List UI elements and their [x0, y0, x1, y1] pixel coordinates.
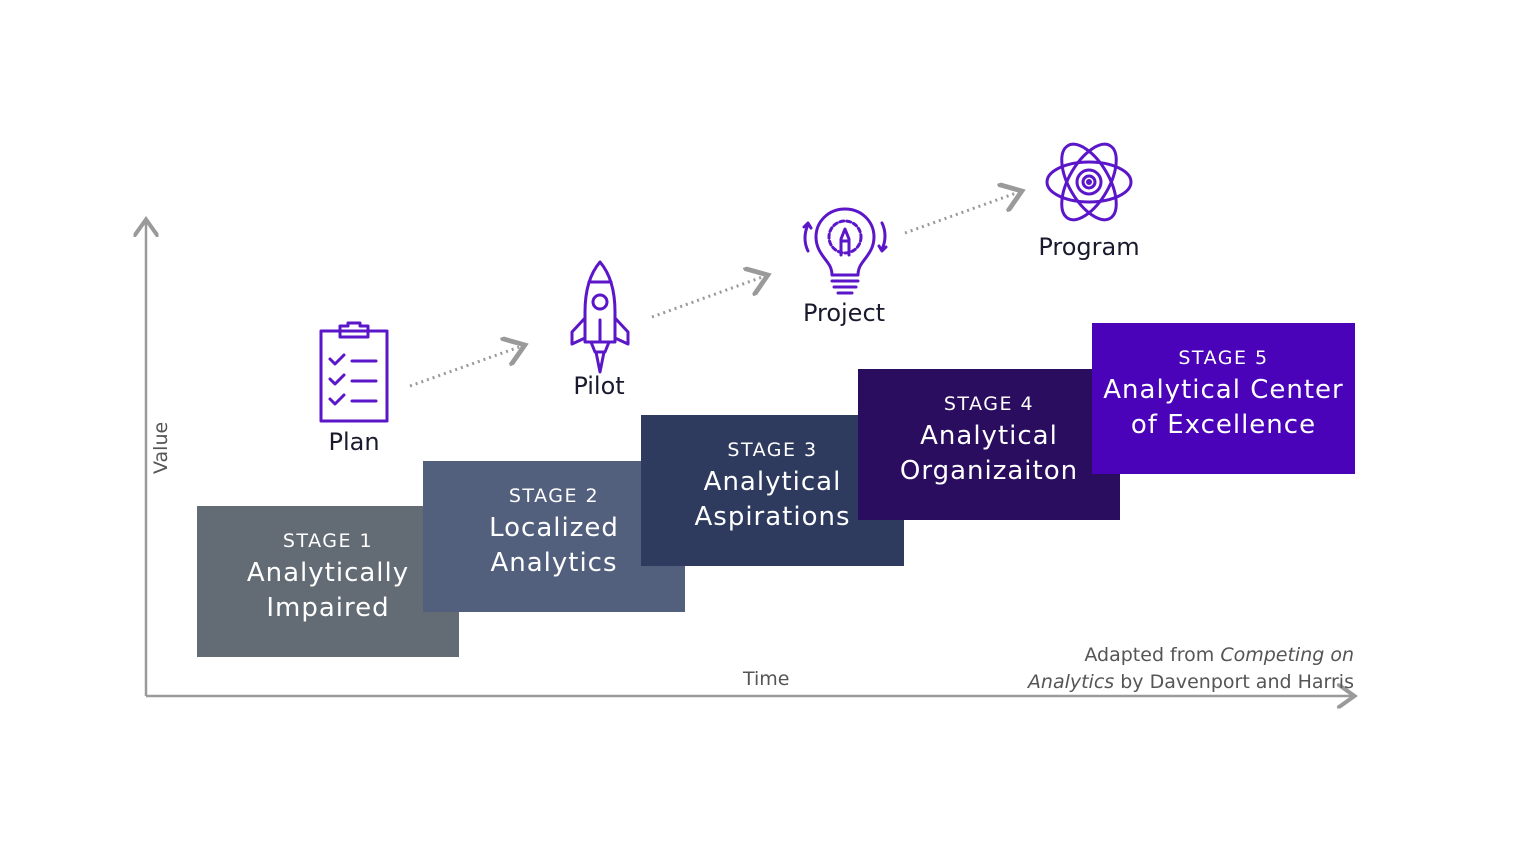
milestone-label-pilot: Pilot: [573, 372, 625, 400]
stage-number: STAGE 2: [508, 485, 600, 507]
stage-number: STAGE 1: [282, 530, 374, 552]
rocket-icon: [570, 260, 630, 374]
stage-title-line-2: Organizaiton: [899, 456, 1079, 486]
stage-title-line-1: Analytical: [703, 467, 842, 497]
book-title-part-1: Competing on: [1220, 644, 1354, 666]
atom-icon: [1045, 142, 1133, 222]
attribution-suffix: by Davenport and Harris: [1114, 671, 1354, 693]
stage-number: STAGE 5: [1178, 347, 1269, 369]
attribution-note: Adapted from Competing on Analytics by D…: [954, 642, 1354, 696]
y-axis-label: Value: [150, 421, 172, 474]
stage-title-line-1: Analytical: [920, 421, 1058, 451]
dotted-arrow-plan-to-pilot: [409, 346, 522, 388]
stage-4-block: STAGE 4 Analytical Organizaiton: [858, 369, 1120, 520]
attribution-line-2: Analytics by Davenport and Harris: [954, 669, 1354, 696]
stage-title-line-1: Localized: [489, 513, 619, 543]
book-title-part-2: Analytics: [1027, 671, 1115, 693]
milestone-label-plan: Plan: [328, 428, 380, 456]
stage-title-line-2: Impaired: [266, 593, 390, 623]
milestone-label-project: Project: [802, 299, 886, 327]
stage-title-line-2: Aspirations: [694, 502, 851, 532]
stage-number: STAGE 4: [943, 393, 1035, 415]
stage-title-line-2: of Excellence: [1130, 410, 1317, 440]
stage-title-line-1: Analytical Center: [1103, 375, 1344, 405]
dotted-arrow-pilot-to-project: [651, 276, 765, 319]
milestone-label-program: Program: [1038, 233, 1140, 261]
attribution-prefix: Adapted from: [1084, 644, 1221, 666]
stage-1-block: STAGE 1 Analytically Impaired: [197, 506, 459, 657]
lightbulb-gear-icon: [802, 207, 888, 295]
stage-title-line-1: Analytically: [246, 558, 410, 588]
stage-title-line-2: Analytics: [490, 548, 618, 578]
stage-5-block: STAGE 5 Analytical Center of Excellence: [1092, 323, 1355, 474]
clipboard-checklist-icon: [319, 321, 389, 423]
x-axis-label: Time: [743, 668, 790, 690]
stage-number: STAGE 3: [727, 439, 818, 461]
attribution-line-1: Adapted from Competing on: [954, 642, 1354, 669]
dotted-arrow-project-to-program: [904, 192, 1019, 235]
